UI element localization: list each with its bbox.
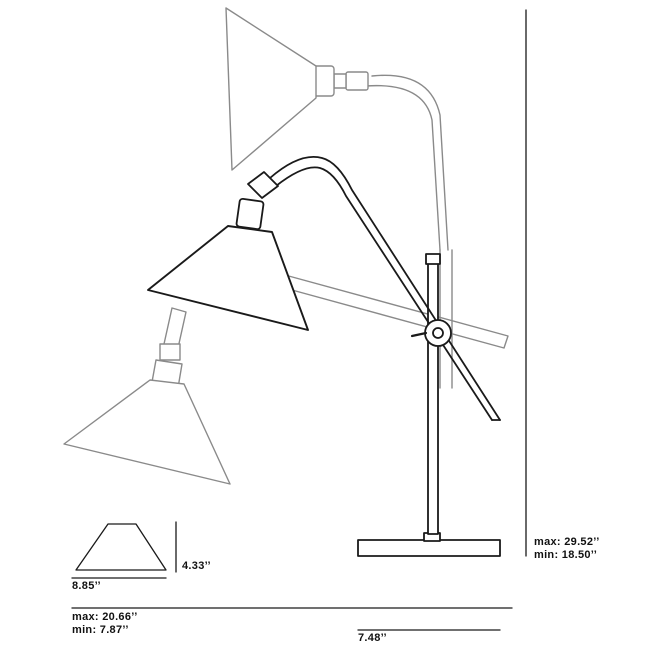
dimension-lines [71, 9, 527, 631]
main-lamp [147, 156, 501, 557]
lamp-column [427, 261, 439, 535]
height-min-label: min: 18.50’’ [534, 549, 598, 561]
lamp-shade [147, 225, 309, 331]
ghost-lowered-shade [63, 379, 231, 485]
ghost-lowered-arm [280, 274, 509, 349]
reach-max-label: max: 20.66’’ [72, 611, 138, 623]
reach-min-label: min: 7.87’’ [72, 624, 129, 636]
lamp-arm-curve [269, 156, 501, 421]
base-width-label: 7.48’’ [358, 632, 387, 644]
height-max-label: max: 29.52’’ [534, 536, 600, 548]
ghost-lamp-raised [225, 7, 449, 251]
shade-height-label: 4.33’’ [182, 560, 211, 572]
shade-thumbnail [75, 523, 167, 571]
lamp-base [357, 539, 501, 557]
ghost-raised-connector [345, 71, 369, 91]
lamp-neck [247, 171, 279, 199]
lamp-pivot-lever [410, 331, 428, 338]
lamp-socket [235, 197, 265, 231]
ghost-lowered-neck [163, 307, 187, 349]
shade-width-label: 8.85’’ [72, 580, 101, 592]
ghost-raised-shade [225, 7, 317, 171]
ghost-raised-arm [365, 74, 449, 251]
